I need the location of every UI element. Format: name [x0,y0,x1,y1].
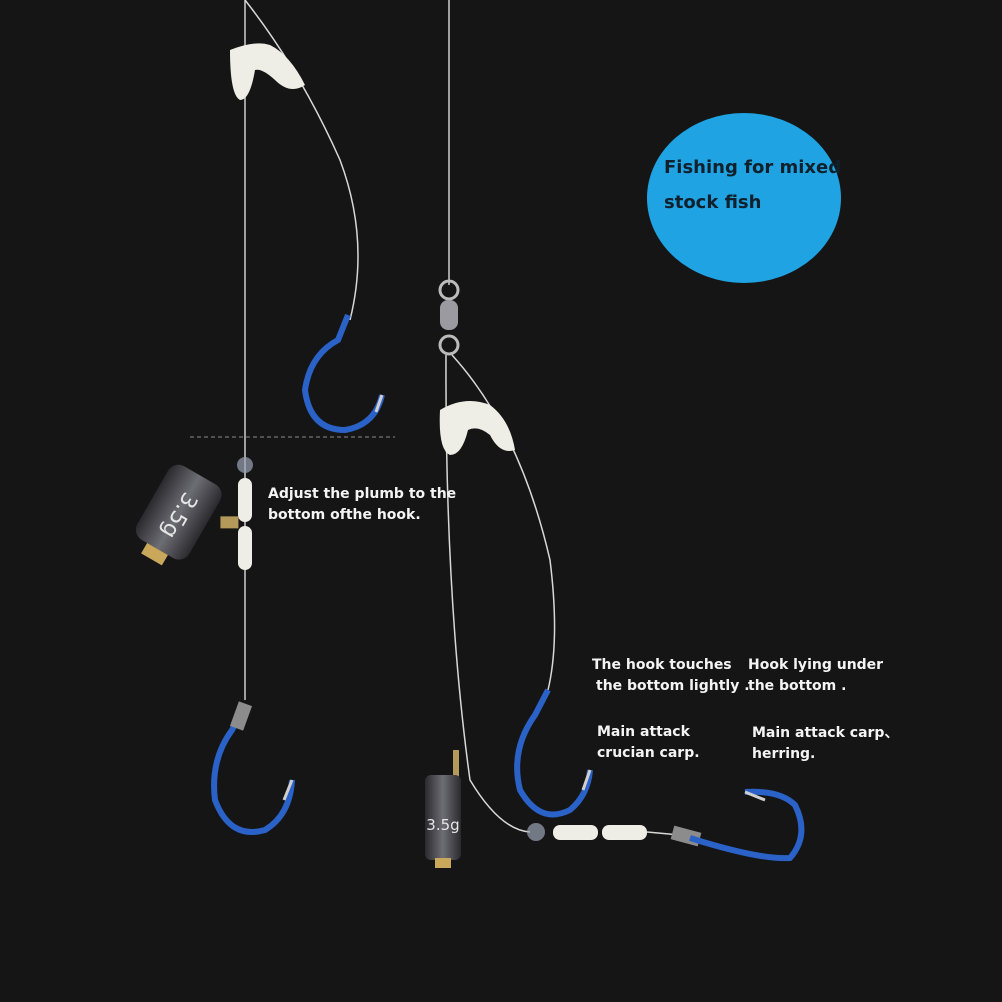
snell-b [445,354,531,833]
target-line-1: Main attack [597,724,690,740]
float-stopper [230,43,305,100]
topic-badge [647,113,841,283]
float-stopper [439,401,515,455]
bead [237,457,253,473]
upper-snell [244,0,359,321]
note-line-2: bottom ofthe hook. [268,507,421,523]
weight-clip [453,750,459,780]
caption-line-2: the bottom . [748,678,847,694]
swivel-ring-bottom [438,334,460,356]
topic-badge-text: Fishing for mixed stock fish [664,150,841,220]
hook-wrap [670,825,702,847]
lower-hook [211,703,295,835]
hook-b-target: Main attack carp、 herring. [752,723,898,765]
badge-line-1: Fishing for mixed [664,157,842,178]
left-rig-note: Adjust the plumb to the bottom ofthe hoo… [268,484,456,526]
upper-hook [301,313,385,434]
target-line-1: Main attack carp、 [752,725,899,741]
hook-a-target: Main attack crucian carp. [597,722,700,764]
right-weight [425,775,461,860]
hook-b [689,788,805,862]
bead [527,823,545,841]
snell-a [451,354,556,691]
spacer-1 [553,825,598,840]
left-weight: 3.5g [135,464,239,566]
spacer-2 [238,526,252,570]
right-rig: 3.5g [425,0,805,868]
target-line-2: herring. [752,746,816,762]
spacer-2 [602,825,647,840]
weight-label: 3.5g [426,816,459,834]
caption-line-1: The hook touches [592,657,732,673]
caption-line-2: the bottom lightly . [596,678,750,694]
hook-wrap [229,701,253,731]
spacer-1 [238,478,252,522]
note-line-1: Adjust the plumb to the [268,486,457,502]
swivel-ring-top [438,279,460,301]
badge-line-2: stock fish [664,192,762,213]
swivel-body [440,300,458,330]
hook-barb [374,394,384,413]
target-line-2: crucian carp. [597,745,700,761]
hook-b-caption: Hook lying under the bottom . [748,655,883,697]
hook-a-caption: The hook touches the bottom lightly . [592,655,750,697]
left-rig: 3.5g [135,0,395,835]
hook-a [514,688,593,818]
caption-line-1: Hook lying under [748,657,884,673]
